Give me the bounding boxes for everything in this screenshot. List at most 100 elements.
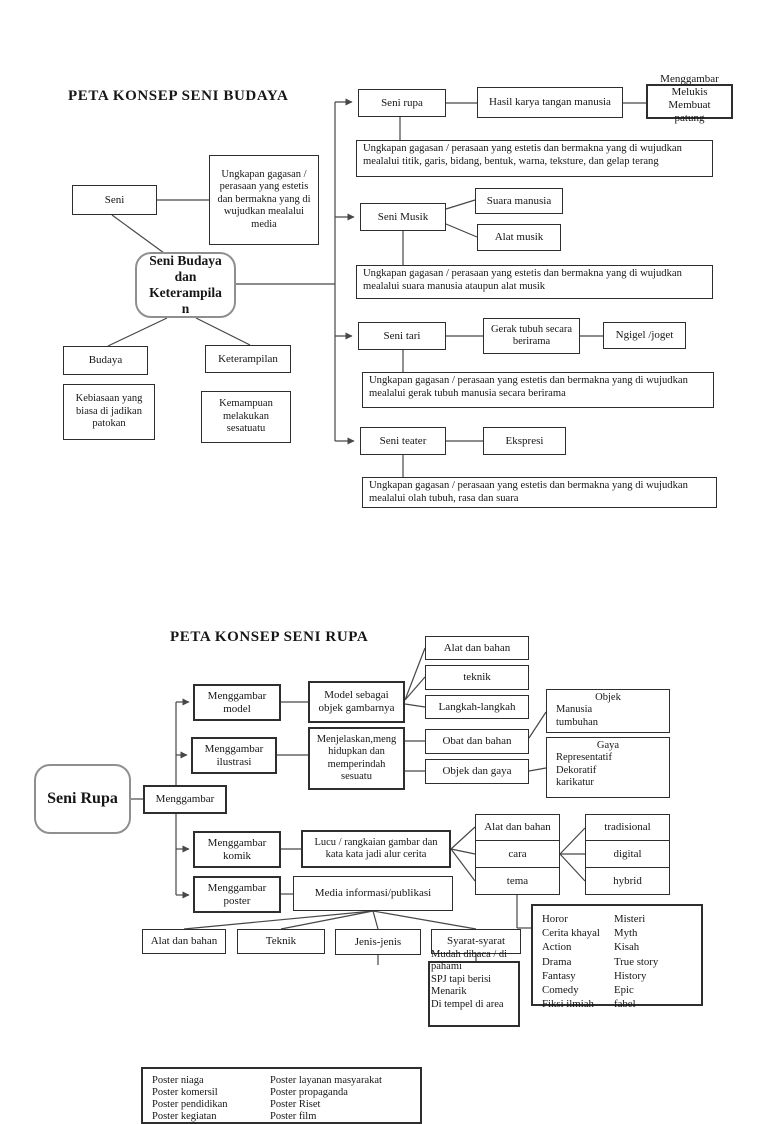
teknik-2-box: Teknik [237,929,325,954]
gaya-box-text: karikatur [556,777,594,789]
menggambar-ilustrasi-box: Menggambar ilustrasi [191,737,277,774]
genre-list-box-text: Fantasy [542,969,576,982]
menggambar-komik-box: Menggambar komik [193,831,281,868]
desc-seni-rupa: Ungkapan gagasan / perasaan yang estetis… [356,140,713,177]
desc-seni-rupa-text: Ungkapan gagasan / perasaan yang estetis… [363,143,682,167]
teknik-1-box-text: teknik [463,671,491,684]
syarat-content-text-text: SPJ tapi berisi [431,973,492,985]
connector [404,676,426,701]
cara-box-text: cara [508,847,527,860]
menggambar-melukis-text-text: Membuat [668,98,711,111]
media-informasi-box-text: Media informasi/publikasi [314,887,432,900]
menggambar-melukis-frame [646,84,733,119]
ungkapan-media-box: Ungkapan gagasan / perasaan yang estetis… [209,155,319,245]
lucu-box-text: Lucu / rangkaian gambar dan kata kata ja… [314,836,438,860]
alat-dan-bahan-3-box: Alat dan bahan [142,929,226,954]
genre-list-box-text: Fiksi ilmiah [542,998,594,1011]
suara-manusia-box-text: Suara manusia [486,194,552,207]
hybrid-box-text: hybrid [613,874,642,887]
desc-seni-teater-text: Ungkapan gagasan / perasaan yang estetis… [369,480,688,504]
alat-dan-bahan-2-box-text: Alat dan bahan [484,821,551,834]
connector [107,317,168,347]
alat-dan-bahan-1-box-text: Alat dan bahan [443,641,511,654]
desc-seni-musik-text: Ungkapan gagasan / perasaan yang estetis… [363,268,682,292]
connector [450,848,476,855]
menjelaskan-box-text: memperindah [327,758,386,770]
seni-box: Seni [72,185,157,215]
genre-list-box-text: Horor [542,913,568,925]
budaya-box: Budaya [63,346,148,375]
ekspresi-box: Ekspresi [483,427,566,455]
gaya-box-text: Representatif [556,752,612,764]
seni-teater-box-text: Seni teater [379,434,427,447]
seni-tari-box-text: Seni tari [383,329,421,342]
objek-dan-gaya-box: Objek dan gaya [425,759,529,784]
tradisional-box-text: tradisional [604,821,651,834]
genre-list-box-text: Misteri [614,913,646,925]
hasil-karya-box-text: Hasil karya tangan manusia [489,96,611,109]
syarat-content-text-text: Mudah dibaca / di [431,949,508,960]
menggambar-poster-box: Menggambar poster [193,876,281,913]
ungkapan-media-box-text: Ungkapan gagasan / perasaan yang estetis… [217,169,311,230]
menggambar-model-box: Menggambar model [193,684,281,721]
alat-musik-box: Alat musik [477,224,561,251]
menjelaskan-box-text: Menjelaskan,meng [316,733,397,745]
connector [111,214,165,254]
seni-musik-box: Seni Musik [360,203,446,231]
connector [183,910,374,930]
genre-list-box-text: History [614,969,647,982]
menggambar-melukis-text-text: Menggambar [660,73,719,85]
tradisional-box: tradisional [585,814,670,841]
poster-list-box-text: Poster propaganda [270,1087,348,1098]
alat-dan-bahan-3-box-text: Alat dan bahan [150,935,218,948]
poster-list-box-text: Poster kegiatan [152,1111,217,1122]
seni-budaya-keterampilan-box-text: n [181,300,190,316]
connector [195,317,251,346]
syarat-content-text-text: Menarik [431,986,467,998]
gaya-box-text: Gaya [596,740,620,751]
ngigel-box: Ngigel /joget [603,322,686,349]
seni-tari-box: Seni tari [358,322,446,350]
poster-list-box-text: Poster layanan masyarakat [270,1075,382,1086]
alat-musik-box-text: Alat musik [494,231,544,244]
genre-list-box-text: fabel [614,998,636,1011]
seni-rupa-main-box: Seni Rupa [34,764,131,834]
hybrid-box: hybrid [585,867,670,895]
genre-list-box-text: Kisah [614,941,640,954]
connector [372,910,379,930]
menjelaskan-box-text: sesuatu [341,770,372,782]
langkah-langkah-box-text: Langkah-langkah [438,700,516,713]
menjelaskan-box-text: hidupkan dan [328,746,385,758]
connector [450,848,476,882]
connector [372,910,477,930]
model-sebagai-box-text: Model sebagai objek gambarnya [318,689,395,714]
genre-list-box-text: Drama [542,955,572,968]
seni-budaya-keterampilan-box-text: Seni Budaya [149,253,222,269]
gerak-tubuh-box-text: Gerak tubuh secara berirama [490,323,573,347]
connector [404,647,426,701]
teknik-2-box-text: Teknik [265,935,297,948]
objek-box-text: Objek [595,692,621,703]
syarat-content-frame [428,961,520,1027]
menggambar-komik-box-text: Menggambar komik [207,836,267,862]
genre-list-box-text: True story [614,955,659,968]
desc-seni-teater: Ungkapan gagasan / perasaan yang estetis… [362,477,717,508]
connector [528,767,547,772]
connector [559,827,586,855]
kebiasaan-box-text: Kebiasaan yang biasa di jadikan patokan [75,393,143,430]
objek-box-text: Manusia [556,704,593,716]
kebiasaan-box: Kebiasaan yang biasa di jadikan patokan [63,384,155,440]
connector [445,199,476,210]
genre-list-box-text: Comedy [542,984,579,997]
genre-list-box-text: Cerita khayal [542,927,600,940]
obat-dan-bahan-box-text: Obat dan bahan [442,735,512,748]
model-sebagai-box: Model sebagai objek gambarnya [308,681,405,723]
genre-list-box-text: Epic [614,984,634,997]
